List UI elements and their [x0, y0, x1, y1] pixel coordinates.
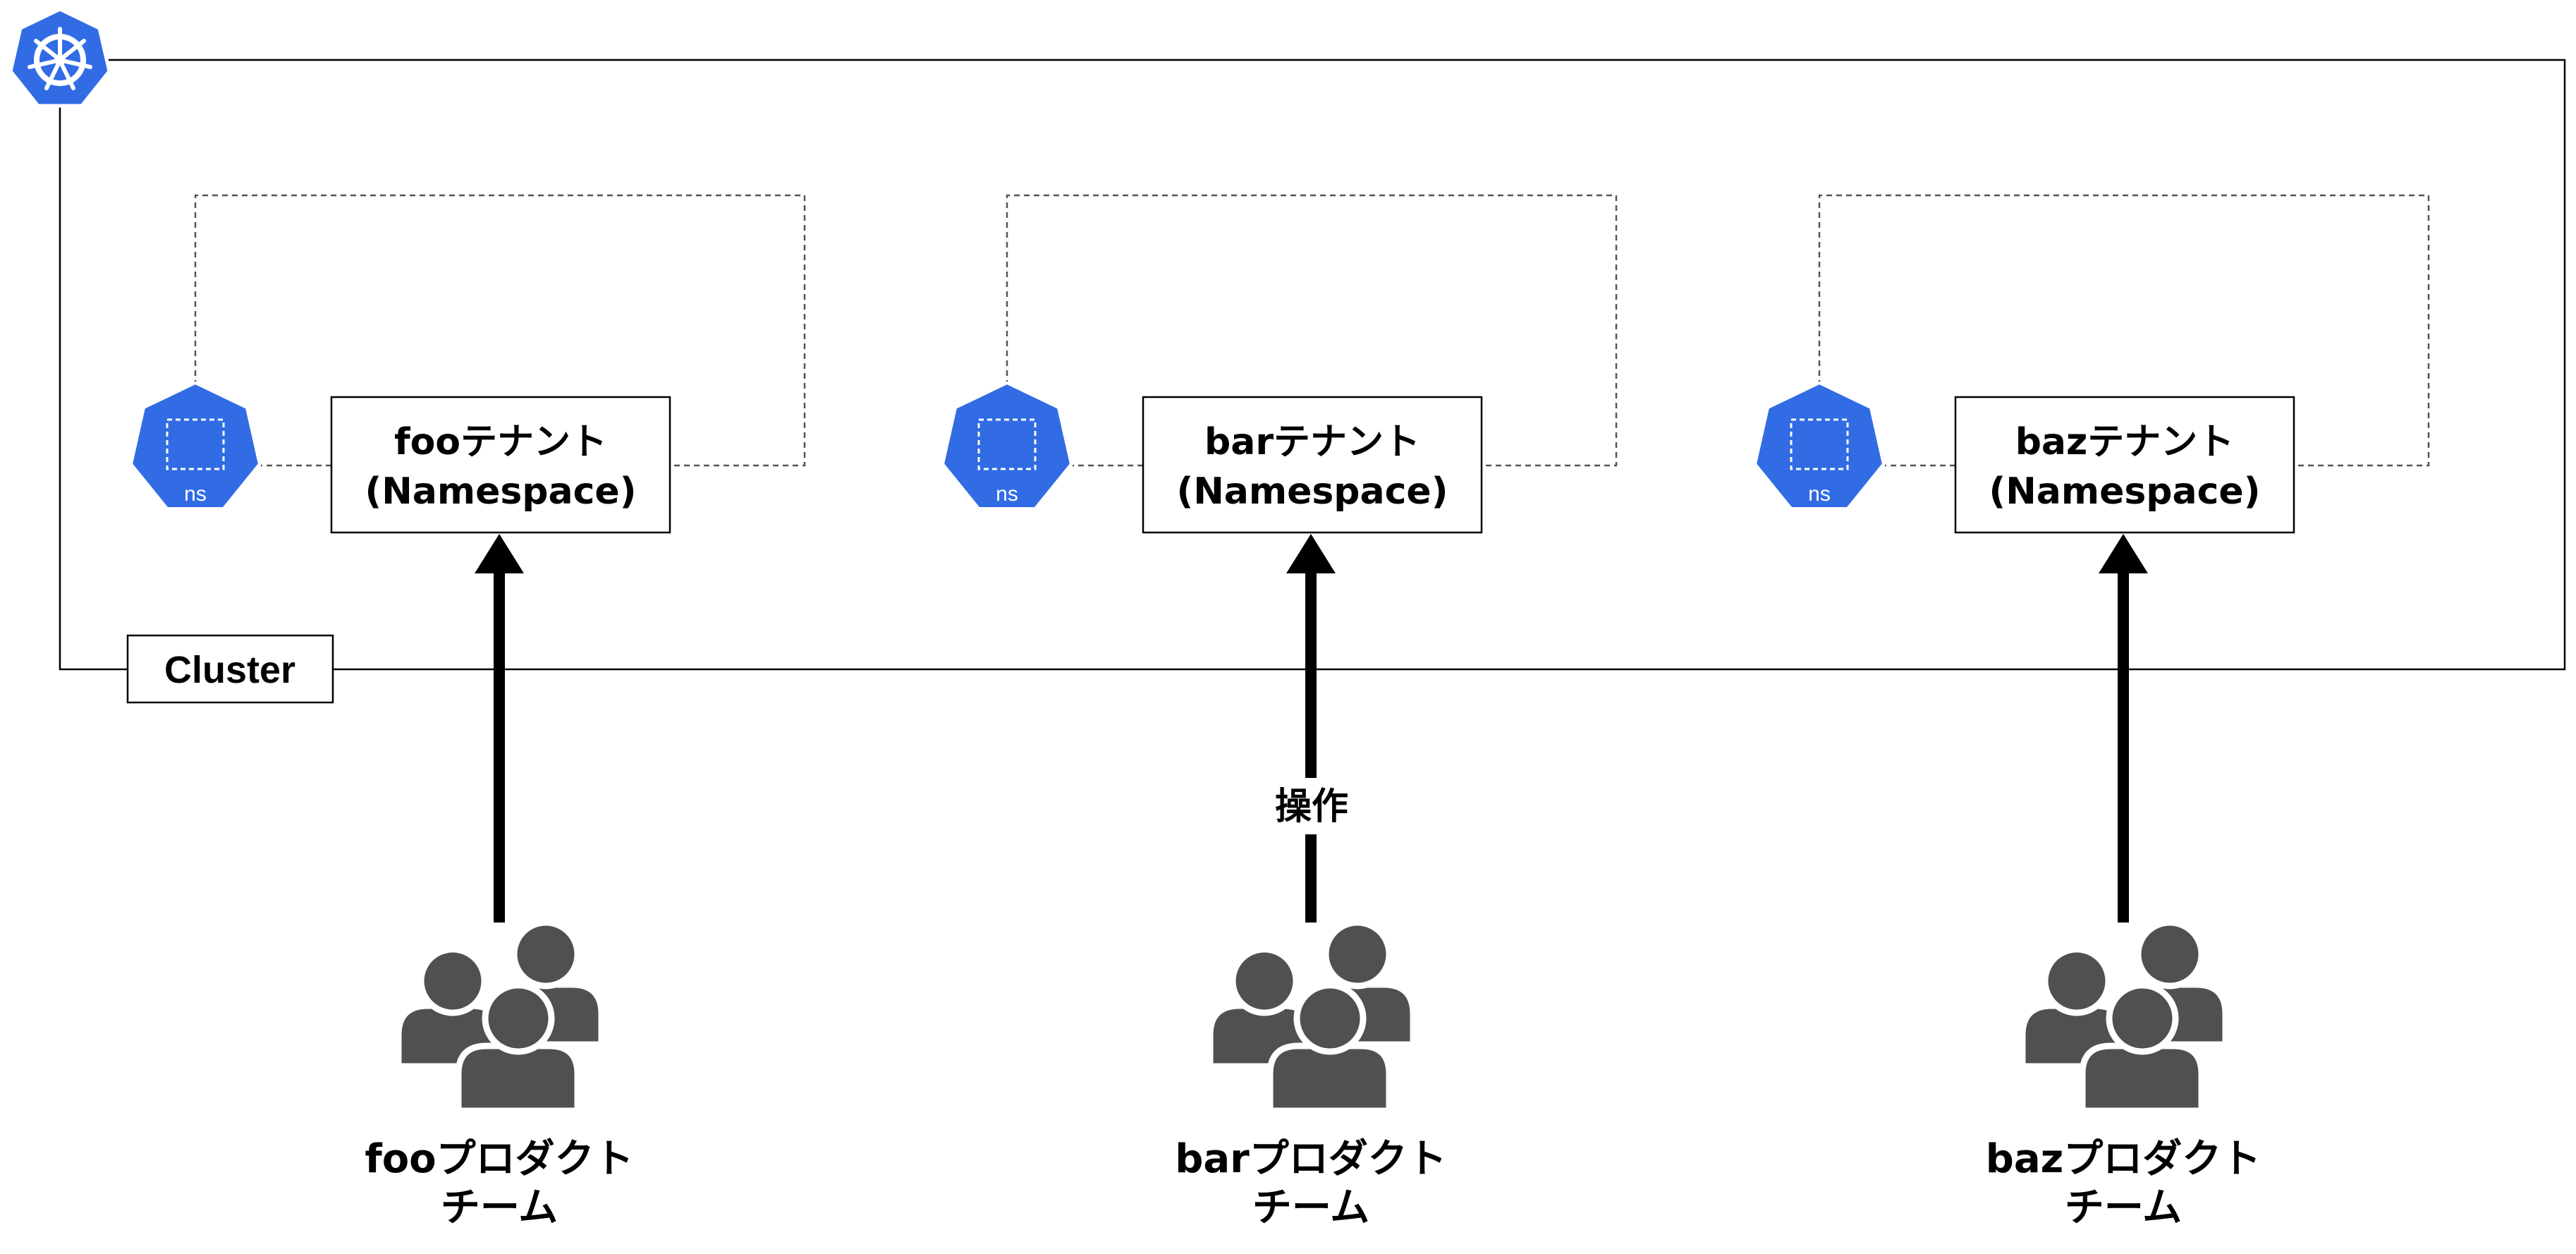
users-group-icon: [2019, 919, 2229, 1114]
cluster-label-box: [126, 634, 334, 704]
kubernetes-namespace-icon: ns: [1753, 381, 1886, 510]
tenant-subtitle: (Namespace): [365, 470, 637, 513]
tenant-box: [330, 396, 671, 534]
team-name: barプロダクト: [1175, 1136, 1447, 1182]
operation-arrow-shaft: [1305, 571, 1317, 923]
namespace-dashed-boundary: [194, 194, 806, 467]
tenant-subtitle: (Namespace): [1177, 470, 1448, 513]
operation-arrow-head: [2099, 534, 2148, 573]
users-group-icon: [1207, 919, 1417, 1114]
tenant-title: fooテナント: [394, 421, 607, 463]
tenant-box: [1142, 396, 1483, 534]
namespace-icon-label: ns: [184, 482, 207, 506]
operation-arrow-shaft: [494, 571, 505, 923]
kubernetes-helm-icon: [8, 7, 111, 108]
tenant-group-foo: ns fooテナント (Namespace) fooプロダクト チーム: [129, 194, 806, 1231]
tenant-title: barテナント: [1204, 421, 1420, 463]
operation-arrow-shaft: [2118, 571, 2129, 923]
namespace-dashed-boundary: [1818, 194, 2430, 467]
namespace-icon-label: ns: [996, 482, 1018, 506]
cluster-label: Cluster: [164, 649, 295, 691]
operation-arrow-head: [1286, 534, 1336, 573]
tenant-box: [1954, 396, 2295, 534]
team-suffix: チーム: [1252, 1185, 1369, 1231]
team-name: bazプロダクト: [1986, 1136, 2261, 1182]
namespace-dashed-boundary: [1006, 194, 1618, 467]
team-name: fooプロダクト: [365, 1136, 633, 1182]
operation-label: 操作: [1275, 786, 1348, 828]
tenant-subtitle: (Namespace): [1989, 470, 2261, 513]
tenant-title: bazテナント: [2015, 421, 2235, 463]
team-suffix: チーム: [441, 1185, 558, 1231]
tenant-group-bar: ns barテナント (Namespace) 操作 barプロダクト チーム: [941, 194, 1618, 1231]
namespace-icon-label: ns: [1808, 482, 1831, 506]
tenant-group-baz: ns bazテナント (Namespace) bazプロダクト チーム: [1753, 194, 2430, 1231]
kubernetes-namespace-icon: ns: [941, 381, 1073, 510]
kubernetes-namespace-icon: ns: [129, 381, 262, 510]
team-suffix: チーム: [2065, 1185, 2182, 1231]
users-group-icon: [395, 919, 605, 1114]
operation-arrow-head: [475, 534, 524, 573]
operation-label-bg: [1271, 778, 1350, 834]
